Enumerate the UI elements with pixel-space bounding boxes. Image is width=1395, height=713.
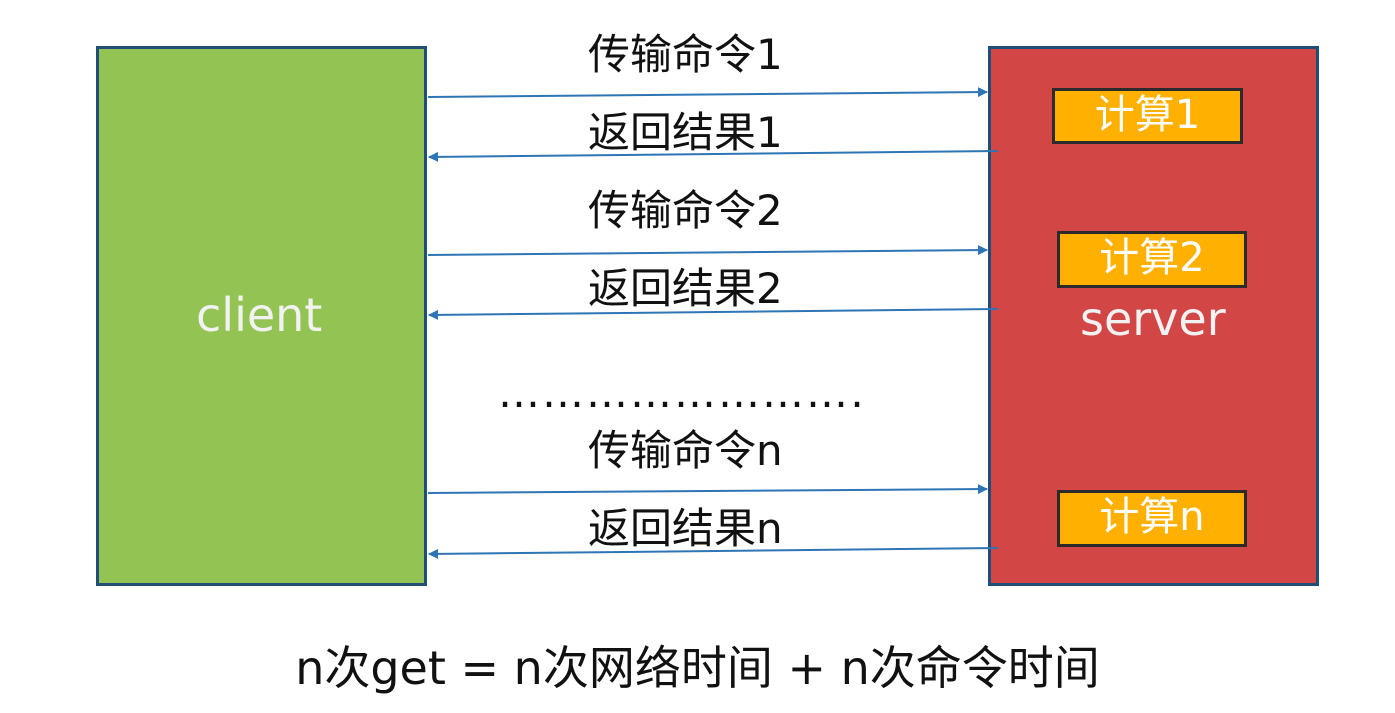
result-label-2: 返回结果2: [588, 264, 783, 313]
command-label-n: 传输命令n: [588, 426, 783, 475]
server-label: server: [1080, 292, 1226, 346]
result-label-1: 返回结果1: [588, 108, 783, 157]
result-arrow-2: [428, 308, 999, 320]
ellipsis: …………………………: [498, 372, 860, 414]
client-box: [96, 46, 427, 586]
compute-step-2: 计算2: [1057, 231, 1247, 288]
result-arrow-1: [428, 150, 999, 162]
result-arrow-n: [428, 547, 999, 559]
command-label-1: 传输命令1: [588, 30, 783, 79]
compute-step-1: 计算1: [1052, 88, 1243, 144]
command-arrow-1: [427, 87, 988, 98]
compute-step-n: 计算n: [1057, 490, 1247, 547]
command-label-2: 传输命令2: [588, 186, 783, 235]
command-arrow-n: [427, 484, 988, 495]
formula: n次get = n次网络时间 + n次命令时间: [295, 641, 1100, 695]
result-label-n: 返回结果n: [588, 504, 783, 553]
client-label: client: [196, 288, 323, 342]
command-arrow-2: [427, 245, 988, 256]
